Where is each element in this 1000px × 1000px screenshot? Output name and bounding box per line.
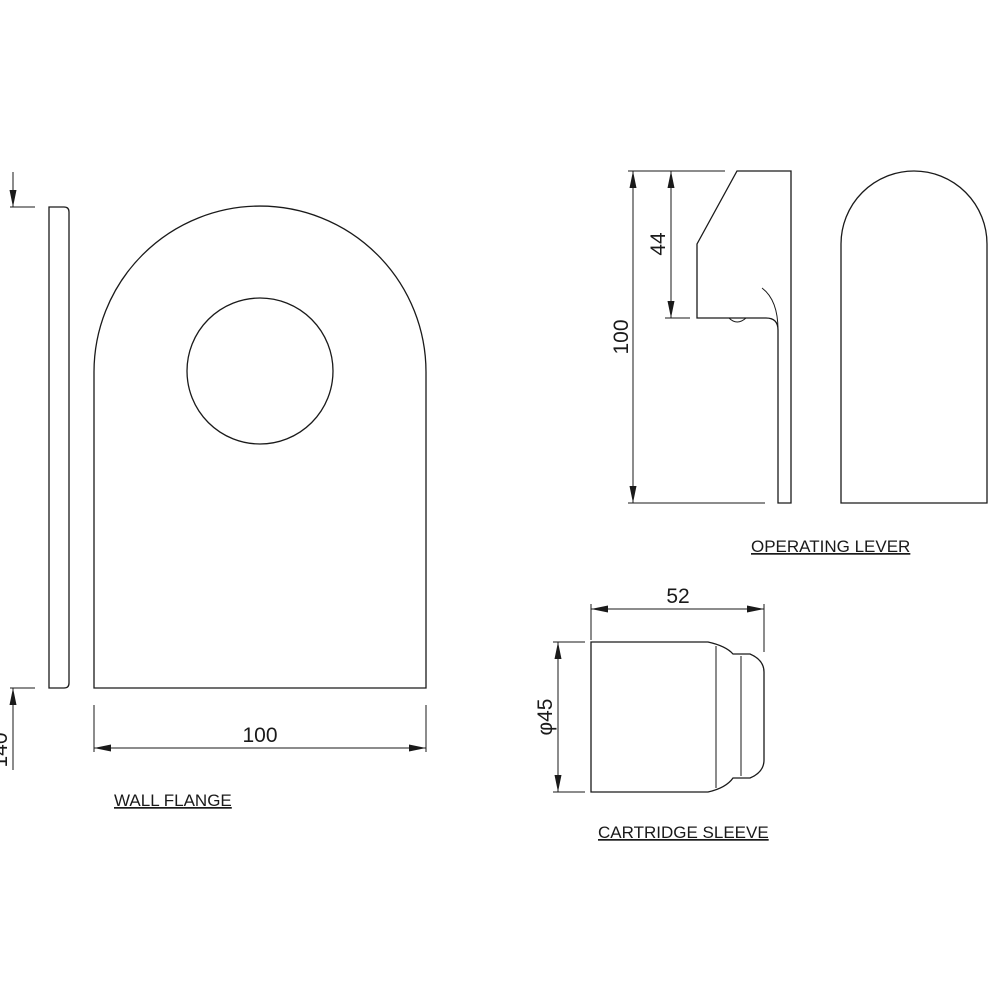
lever-height-arrow-bottom (629, 486, 637, 503)
lever-step-arrow-bottom (667, 301, 675, 318)
lever-front-view (840, 170, 988, 504)
lever-pin-detail (728, 317, 747, 323)
sleeve-diameter-label: φ45 (534, 699, 557, 736)
wall-flange-side-view (48, 206, 70, 689)
flange-height-arrow-top (9, 190, 17, 207)
lever-side-view (696, 170, 792, 504)
sleeve-diameter-arrow-bottom (554, 775, 562, 792)
sleeve-length-arrow-left (591, 605, 608, 613)
lever-step-arrow-top (667, 171, 675, 188)
wall-flange-hole (186, 297, 334, 445)
flange-width-label: 100 (242, 724, 277, 747)
flange-width-arrow-left (94, 744, 111, 752)
wall-flange-caption: WALL FLANGE (114, 791, 232, 810)
flange-height-label: 140 (0, 732, 12, 767)
flange-width-arrow-right (409, 744, 426, 752)
sleeve-length-arrow-right (747, 605, 764, 613)
lever-inner-curve (761, 287, 779, 331)
sleeve-length-label: 52 (666, 585, 689, 608)
lever-height-arrow-top (629, 171, 637, 188)
lever-height-label: 100 (610, 319, 633, 354)
wall-flange-front-view (93, 205, 427, 689)
sleeve-body (590, 641, 765, 793)
flange-height-arrow-bottom (9, 688, 17, 705)
sleeve-diameter-arrow-top (554, 642, 562, 659)
cartridge-sleeve-group: 52 φ45 CARTRIDGE SLEEVE (534, 585, 769, 842)
cartridge-sleeve-caption: CARTRIDGE SLEEVE (598, 823, 769, 842)
operating-lever-caption: OPERATING LEVER (751, 537, 910, 556)
wall-flange-group: 140 100 WALL FLANGE (0, 172, 427, 810)
lever-step-label: 44 (647, 232, 670, 256)
operating-lever-group: 100 44 OPERATING LEVER (610, 170, 988, 556)
